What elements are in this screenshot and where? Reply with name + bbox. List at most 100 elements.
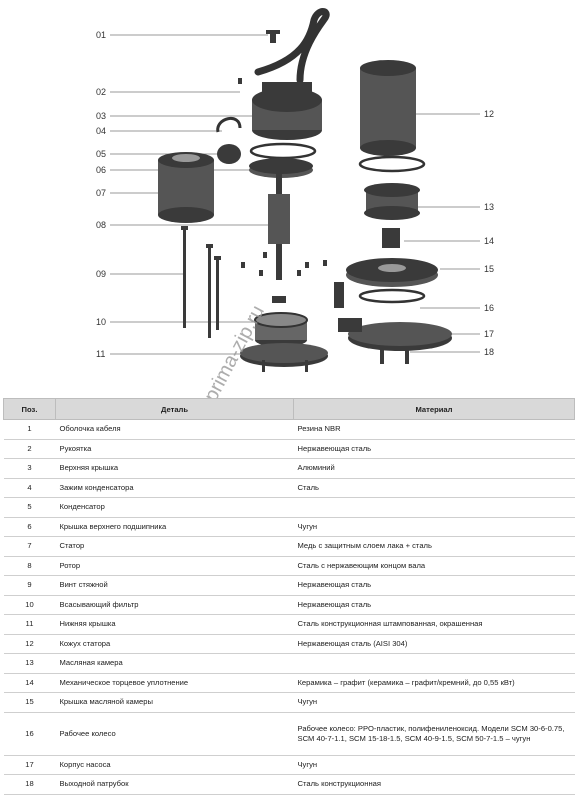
- cell-part: Оболочка кабеля: [55, 419, 294, 440]
- callout-07: 07: [96, 188, 106, 198]
- callout-08: 08: [96, 220, 106, 230]
- cell-material: Алюминий: [293, 458, 575, 479]
- mechanical-seal: [382, 228, 400, 248]
- oil-chamber: [364, 183, 420, 220]
- cell-pos: 15: [3, 692, 56, 713]
- cell-part: Механическое торцевое уплотнение: [55, 672, 294, 693]
- header-pos: Поз.: [3, 398, 56, 420]
- cell-material: Чугун: [293, 516, 575, 537]
- callout-05: 05: [96, 149, 106, 159]
- top-cover: [252, 82, 322, 140]
- impeller: [334, 282, 344, 308]
- callout-01: 01: [96, 30, 106, 40]
- cell-pos: 2: [3, 438, 56, 459]
- stator-housing: [360, 60, 416, 156]
- screws: [241, 252, 327, 276]
- screw-top: [266, 30, 280, 43]
- capacitor: [217, 144, 241, 164]
- cell-material: [293, 653, 575, 674]
- cell-pos: 10: [3, 594, 56, 615]
- oring-top: [249, 142, 317, 160]
- callout-04: 04: [96, 126, 106, 136]
- cell-part: Кожух статора: [55, 633, 294, 654]
- header-part: Деталь: [55, 398, 294, 420]
- right-callouts: 12 13 14 15 16 17 18: [484, 109, 494, 357]
- cell-pos: 8: [3, 555, 56, 576]
- cell-part: Корпус насоса: [55, 754, 294, 775]
- stator: [158, 152, 214, 223]
- cell-part: Нижняя крышка: [55, 614, 294, 635]
- outlet-pipe: [338, 318, 409, 364]
- left-callouts: 01 02 03 04 05 06 07 08 09 10 11: [96, 30, 106, 359]
- cell-material: Сталь конструкционная штампованная, окра…: [293, 614, 575, 635]
- cell-pos: 6: [3, 516, 56, 537]
- capacitor-clamp: [216, 117, 242, 133]
- oil-chamber-cover: [346, 258, 438, 287]
- cell-part: Выходной патрубок: [55, 774, 294, 795]
- oring-16: [358, 288, 426, 304]
- header-material: Материал: [293, 398, 575, 420]
- callout-11: 11: [96, 349, 105, 359]
- cell-pos: 18: [3, 774, 56, 795]
- cell-pos: 17: [3, 754, 56, 775]
- cell-material: [293, 497, 575, 518]
- callout-18: 18: [484, 347, 494, 357]
- cell-pos: 7: [3, 536, 56, 557]
- callout-17: 17: [484, 329, 494, 339]
- cell-pos: 14: [3, 672, 56, 693]
- cell-material: Медь с защитным слоем лака + сталь: [293, 536, 575, 557]
- cell-material: Рабочее колесо: PPO-пластик, полифенилен…: [293, 711, 575, 756]
- cell-pos: 16: [3, 711, 56, 756]
- suction-filter: [254, 312, 308, 347]
- cell-pos: 4: [3, 477, 56, 498]
- cell-material: Нержавеющая сталь (AISI 304): [293, 633, 575, 654]
- cable-sheath: [254, 8, 330, 84]
- cell-part: Крышка масляной камеры: [55, 692, 294, 713]
- table-header-row: Поз. Деталь Материал: [3, 398, 575, 420]
- cell-material: Сталь: [293, 477, 575, 498]
- cell-material: Нержавеющая сталь: [293, 594, 575, 615]
- cell-material: Резина NBR: [293, 419, 575, 440]
- cell-material: Чугун: [293, 692, 575, 713]
- callout-14: 14: [484, 236, 494, 246]
- cell-material: Чугун: [293, 754, 575, 775]
- cell-material: Нержавеющая сталь: [293, 575, 575, 596]
- cell-part: Масляная камера: [55, 653, 294, 674]
- cell-material: Керамика – графит (керамика – графит/кре…: [293, 672, 575, 693]
- cell-part: Всасывающий фильтр: [55, 594, 294, 615]
- pump-casing: [348, 322, 452, 351]
- cell-part: Верхняя крышка: [55, 458, 294, 479]
- cell-pos: 1: [3, 419, 56, 440]
- callout-15: 15: [484, 264, 494, 274]
- cell-part: Зажим конденсатора: [55, 477, 294, 498]
- callout-09: 09: [96, 269, 106, 279]
- cell-pos: 11: [3, 614, 56, 635]
- bottom-cover: [240, 343, 328, 372]
- rotor: [268, 172, 290, 303]
- cell-part: Крышка верхнего подшипника: [55, 516, 294, 537]
- upper-bearing-cover: [249, 158, 313, 178]
- cell-part: Рукоятка: [55, 438, 294, 459]
- cell-material: Нержавеющая сталь: [293, 438, 575, 459]
- callout-02: 02: [96, 87, 106, 97]
- cell-part: Ротор: [55, 555, 294, 576]
- handle: [238, 78, 242, 84]
- cell-part: Рабочее колесо: [55, 711, 294, 756]
- callout-16: 16: [484, 303, 494, 313]
- cell-material: Сталь конструкционная: [293, 774, 575, 795]
